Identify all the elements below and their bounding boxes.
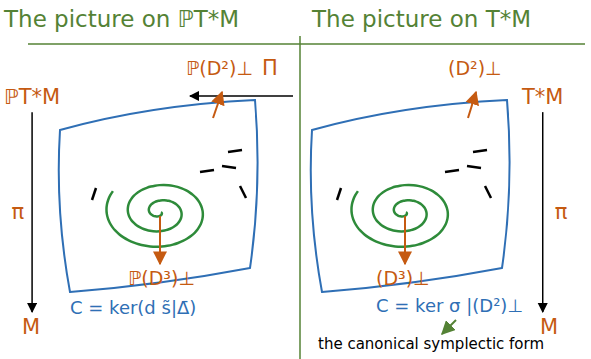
divider-line [299,36,301,359]
surface [59,100,258,292]
space-name: M [538,314,560,340]
spiral-curve [106,185,202,247]
space-label-node: ℙT*M [2,84,62,110]
line-elements [337,150,491,200]
map-label: Π [262,56,278,80]
distribution-label: (D²)⊥ [448,58,502,80]
formula-label: C = ker σ |(D²)⊥ [376,296,523,317]
space-label-node: M [538,314,560,340]
projection-arrow [31,112,33,312]
panel-heading: The picture on ℙT*M [4,6,239,32]
normal-arrow [404,216,406,264]
normal-arrow [213,92,222,118]
space-name: T*M [520,84,565,110]
distribution-label: ℙ(D²)⊥ [186,58,253,80]
panel-heading: The picture on T*M [312,6,531,32]
projection-arrow [190,95,293,97]
space-name: M [20,314,42,340]
projection-label: π [9,200,26,224]
projection-arrow [542,112,544,312]
space-label-node: T*M [520,84,565,110]
formula-label: C = ker(d s̃|Δ̄) [70,298,196,319]
spiral-curve [351,185,447,247]
pointer-arrow [442,320,456,334]
divider-line [28,43,585,45]
space-name: ℙT*M [2,84,62,110]
distribution-label: ℙ(D³)⊥ [128,268,195,290]
space-label-node: M [20,314,42,340]
normal-arrow [468,92,476,118]
note-label: the canonical symplectic form [318,336,544,353]
distribution-label: (D³)⊥ [376,268,430,290]
line-elements [92,150,246,200]
normal-arrow [159,216,161,264]
surface [311,100,510,292]
projection-label: π [553,200,570,224]
